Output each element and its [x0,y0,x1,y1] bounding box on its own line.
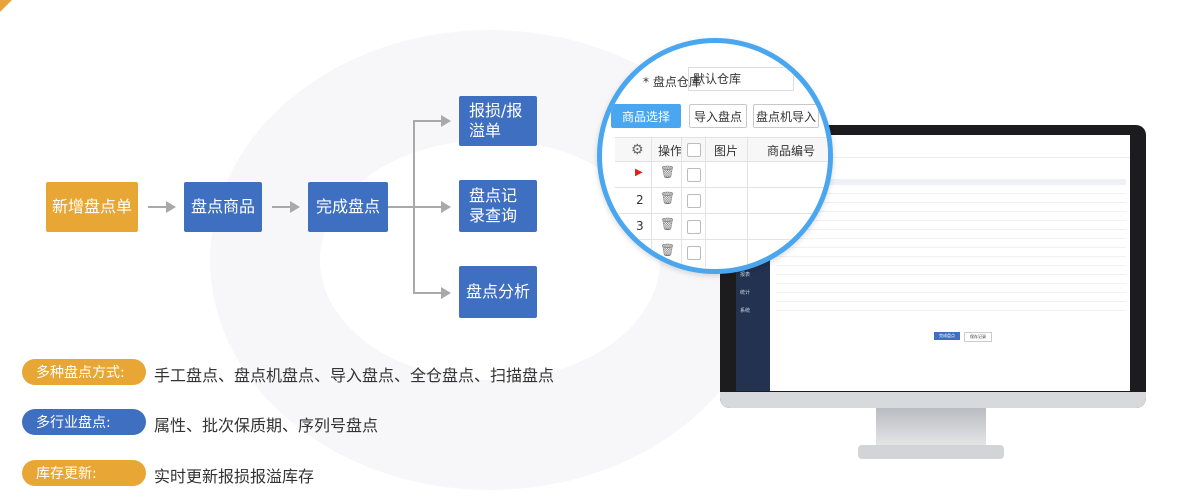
flow-arrow [413,201,451,213]
column-header: 操作 [658,144,683,158]
table-row [615,161,828,188]
screen-table-header [776,179,1126,188]
feature-tag: 多行业盘点: [22,409,146,435]
flow-start-box: 新增盘点单 [46,182,138,232]
import-count-button[interactable]: 导入盘点 [689,104,747,128]
flow-arrow [413,115,451,127]
trash-icon[interactable]: 🗑 [660,243,676,257]
current-row-indicator: ▶ [635,167,643,178]
column-header: 图片 [714,144,739,158]
column-header: 商品编号 [767,144,816,158]
trash-icon[interactable]: 🗑 [660,217,676,231]
trash-icon[interactable]: 🗑 [660,191,676,205]
sidebar-item[interactable]: 报表 [740,272,751,278]
feature-text: 手工盘点、盘点机盘点、导入盘点、全仓盘点、扫描盘点 [154,366,555,385]
flow-branch-box: 盘点分析 [459,266,537,318]
column-divider [705,137,706,267]
flow-arrow [148,201,176,213]
flow-branch-box: 盘点记录查询 [459,180,537,232]
gear-icon[interactable]: ⚙ [631,142,644,158]
feature-text: 实时更新报损报溢库存 [154,467,315,486]
column-divider [651,137,652,267]
screen-complete-button[interactable]: 完成盘点 [934,332,960,340]
magnifier-lens: * 盘点仓库 默认仓库 商品选择 导入盘点 盘点机导入 ⚙ 操作 图片 商品编号… [597,38,833,274]
row-checkbox[interactable] [687,246,701,260]
row-number: 3 [636,219,644,233]
select-all-checkbox[interactable] [687,143,701,157]
flow-step-box: 盘点商品 [184,182,262,232]
feature-tag: 库存更新: [22,460,146,486]
product-select-button[interactable]: 商品选择 [611,104,681,128]
table-row [615,187,828,214]
table-row [615,213,828,240]
table-header-row [615,137,828,162]
corner-decoration [0,0,12,12]
flow-step-box: 完成盘点 [308,182,388,232]
column-divider [681,137,682,267]
flow-connector [388,206,414,208]
flow-arrow [272,201,300,213]
screen-save-button[interactable]: 保存记录 [964,332,992,342]
screen-topbar [770,135,1130,158]
monitor-chin [720,392,1146,408]
row-checkbox[interactable] [687,220,701,234]
row-number: 2 [636,193,644,207]
flow-branch-box: 报损/报溢单 [459,96,537,146]
trash-icon[interactable]: 🗑 [660,165,676,179]
sidebar-item[interactable]: 统计 [740,290,751,296]
monitor-stand [876,408,986,448]
sidebar-item[interactable]: 系统 [740,308,751,314]
column-divider [747,137,748,267]
feature-text: 属性、批次保质期、序列号盘点 [154,416,379,435]
scanner-import-button[interactable]: 盘点机导入 [753,104,819,128]
row-checkbox[interactable] [687,168,701,182]
warehouse-select[interactable]: 默认仓库 [688,67,794,91]
screen-table [776,185,1126,317]
monitor-base [858,445,1004,459]
row-checkbox[interactable] [687,194,701,208]
feature-tag: 多种盘点方式: [22,359,146,385]
flow-arrow [413,287,451,299]
table-row [615,239,828,266]
